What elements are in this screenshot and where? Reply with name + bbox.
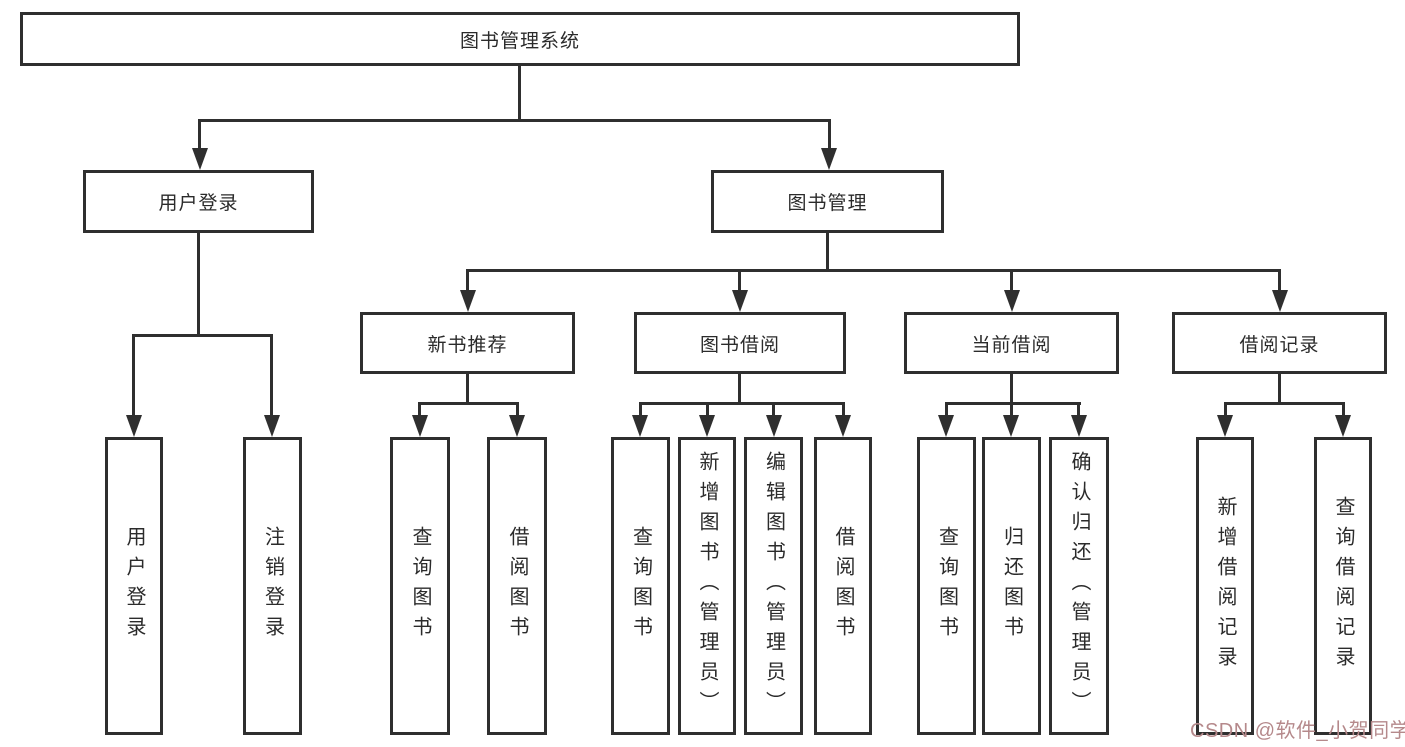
connector-line	[198, 119, 201, 150]
connector-line	[1010, 374, 1013, 404]
leaf-label: 编辑图书（管理员）	[762, 451, 785, 721]
connector-line	[132, 334, 135, 417]
arrow-down-icon	[1272, 290, 1288, 312]
leaf-label: 确认归还（管理员）	[1068, 451, 1090, 721]
connector-line	[1278, 269, 1281, 292]
csdn-watermark: CSDN @软件_小贺同学	[1190, 720, 1405, 742]
connector-line	[945, 402, 1081, 405]
connector-line	[418, 402, 421, 417]
leaf-label: 归还图书	[1000, 526, 1023, 646]
connector-line	[842, 402, 845, 417]
connector-line	[772, 402, 775, 417]
node-label: 图书管理系统	[459, 30, 580, 52]
arrow-down-icon	[412, 415, 428, 437]
connector-line	[518, 66, 521, 120]
leaf-label: 借阅图书	[506, 526, 528, 646]
leaf-logout: 注销登录	[243, 437, 302, 735]
connector-line	[639, 402, 844, 405]
leaf-label: 查询图书	[935, 526, 958, 646]
node-user-login: 用户登录	[83, 170, 314, 233]
connector-line	[1224, 402, 1345, 405]
connector-line	[197, 233, 200, 335]
connector-line	[198, 119, 831, 122]
node-label: 图书管理	[787, 193, 868, 214]
leaf-bb-add-books-admin: 新增图书（管理员）	[678, 437, 736, 735]
arrow-down-icon	[938, 415, 954, 437]
leaf-nb-borrow-books: 借阅图书	[487, 437, 547, 735]
connector-line	[738, 374, 741, 404]
leaf-label: 注销登录	[261, 526, 284, 646]
node-label: 图书借阅	[699, 334, 780, 356]
leaf-user-login: 用户登录	[105, 437, 163, 735]
arrow-down-icon	[1217, 415, 1233, 437]
leaf-cb-confirm-return-admin: 确认归还（管理员）	[1049, 437, 1109, 735]
connector-line	[466, 374, 469, 404]
arrow-down-icon	[460, 290, 476, 312]
leaf-cb-return-books: 归还图书	[982, 437, 1041, 735]
leaf-bb-borrow-books: 借阅图书	[814, 437, 872, 735]
connector-line	[826, 233, 829, 271]
connector-line	[1010, 269, 1013, 292]
arrow-down-icon	[126, 415, 142, 437]
connector-line	[1077, 402, 1080, 417]
leaf-label: 新增图书（管理员）	[696, 451, 718, 721]
arrow-down-icon	[835, 415, 851, 437]
connector-line	[1278, 374, 1281, 404]
node-library-management-system: 图书管理系统	[20, 12, 1020, 66]
arrow-down-icon	[766, 415, 782, 437]
leaf-cb-query-books: 查询图书	[917, 437, 976, 735]
leaf-label: 用户登录	[123, 526, 145, 646]
connector-line	[945, 402, 948, 417]
connector-line	[828, 119, 831, 150]
connector-line	[418, 402, 519, 405]
leaf-label: 查询借阅记录	[1332, 496, 1354, 676]
node-new-book-recommend: 新书推荐	[360, 312, 575, 374]
connector-line	[270, 334, 273, 417]
node-current-borrow: 当前借阅	[904, 312, 1119, 374]
connector-line	[466, 269, 1280, 272]
leaf-bb-query-books: 查询图书	[611, 437, 670, 735]
connector-line	[738, 269, 741, 292]
leaf-bb-edit-books-admin: 编辑图书（管理员）	[744, 437, 803, 735]
arrow-down-icon	[1004, 290, 1020, 312]
arrow-down-icon	[1003, 415, 1019, 437]
node-label: 新书推荐	[427, 334, 508, 356]
node-label: 借阅记录	[1239, 334, 1320, 356]
arrow-down-icon	[1335, 415, 1351, 437]
node-book-borrow: 图书借阅	[634, 312, 846, 374]
connector-line	[1224, 402, 1227, 417]
arrow-down-icon	[632, 415, 648, 437]
leaf-label: 查询图书	[629, 526, 652, 646]
connector-line	[639, 402, 642, 417]
arrow-down-icon	[699, 415, 715, 437]
arrow-down-icon	[264, 415, 280, 437]
connector-line	[1342, 402, 1345, 417]
connector-line	[516, 402, 519, 417]
arrow-down-icon	[192, 148, 208, 170]
node-borrow-records: 借阅记录	[1172, 312, 1387, 374]
leaf-label: 借阅图书	[832, 526, 854, 646]
node-label: 当前借阅	[971, 334, 1052, 356]
leaf-label: 新增借阅记录	[1214, 496, 1236, 676]
connector-line	[466, 269, 469, 292]
connector-line	[1010, 402, 1013, 417]
leaf-br-query-record: 查询借阅记录	[1314, 437, 1372, 735]
leaf-label: 查询图书	[409, 526, 431, 646]
node-label: 用户登录	[158, 193, 239, 214]
arrow-down-icon	[509, 415, 525, 437]
arrow-down-icon	[732, 290, 748, 312]
leaf-nb-query-books: 查询图书	[390, 437, 450, 735]
node-book-management: 图书管理	[711, 170, 944, 233]
arrow-down-icon	[821, 148, 837, 170]
connector-line	[706, 402, 709, 417]
arrow-down-icon	[1071, 415, 1087, 437]
connector-line	[132, 334, 273, 337]
leaf-br-add-record: 新增借阅记录	[1196, 437, 1254, 735]
